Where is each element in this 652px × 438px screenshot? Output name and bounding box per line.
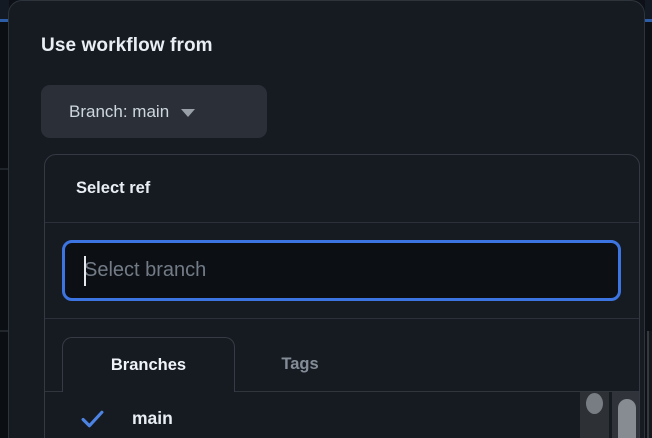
select-ref-title: Select ref (76, 179, 151, 197)
caret-down-icon (181, 108, 196, 117)
page-scrollbar-edge (647, 331, 649, 438)
page-background-left (0, 0, 9, 19)
list-scrollbar-track[interactable] (580, 392, 609, 438)
tab-branches[interactable]: Branches (62, 337, 235, 392)
focus-ring-fragment-right (645, 19, 652, 22)
select-branch-input[interactable] (62, 240, 621, 301)
page-background-right-edge (649, 331, 652, 438)
page-background-left-lower (0, 22, 9, 438)
page-divider (0, 168, 9, 170)
tab-tags[interactable]: Tags (281, 355, 319, 373)
branch-selector-label: Branch: main (69, 101, 170, 121)
ref-search-section (45, 223, 639, 319)
run-workflow-popover: Use workflow from Branch: main Select re… (8, 0, 645, 438)
branch-item-label: main (132, 407, 173, 428)
branch-list-item-main[interactable]: main (45, 392, 639, 438)
use-workflow-from-title: Use workflow from (41, 35, 213, 56)
page-divider (0, 330, 9, 332)
text-cursor (84, 256, 86, 286)
select-ref-header: Select ref (45, 155, 639, 223)
branch-list: main (45, 392, 639, 438)
panel-scrollbar-track[interactable] (612, 392, 639, 438)
tabs-divider (45, 391, 639, 392)
select-ref-panel: Select ref Branches Tags main (44, 154, 640, 438)
page-background-right-lower (645, 22, 652, 438)
panel-scrollbar-thumb[interactable] (618, 399, 636, 438)
branch-selector-button[interactable]: Branch: main (41, 85, 267, 138)
check-icon (81, 410, 104, 427)
ref-tabs: Branches Tags (45, 319, 639, 392)
list-scrollbar-thumb[interactable] (586, 393, 603, 414)
page-background-right (645, 0, 652, 19)
focus-ring-fragment-left (0, 19, 9, 22)
